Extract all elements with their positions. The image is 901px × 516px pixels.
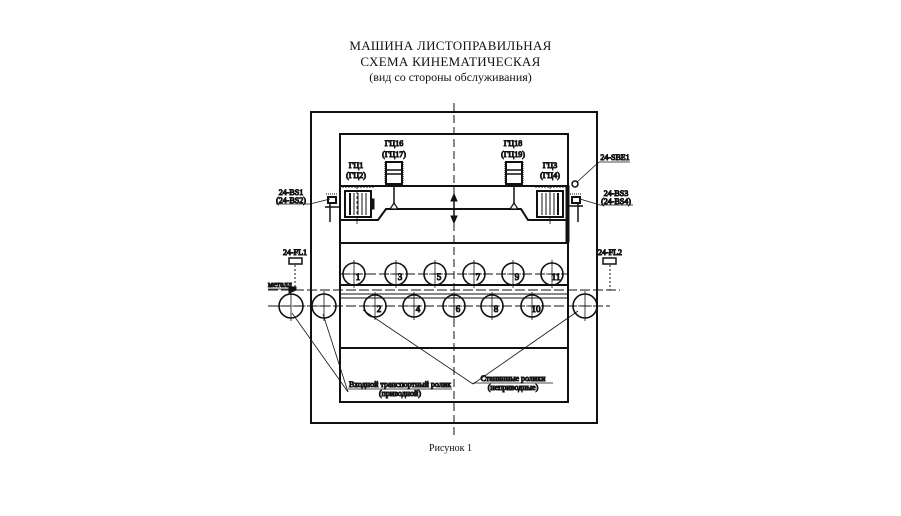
lower-roller: 4 [400, 292, 428, 320]
cylinder-gc1 [342, 186, 375, 224]
limit-switch-bs1 [325, 193, 340, 222]
upper-roller: 11 [538, 260, 566, 288]
leader-frame-roller-left [362, 309, 474, 385]
roller-number: 2 [377, 304, 382, 314]
roller-number: 7 [476, 272, 481, 282]
roller-number: 3 [398, 272, 403, 282]
adjust-arrow-up [450, 192, 458, 202]
cylinder-gc16 [384, 161, 404, 210]
sensor-fl1 [288, 257, 303, 265]
label-gc3: ГЦ3 [543, 161, 557, 170]
upper-roller: 7 [460, 260, 488, 288]
label-fl2: 24-FL2 [598, 248, 622, 257]
label-bs2: (24-BS2) [276, 196, 306, 205]
roller-number: 5 [437, 272, 442, 282]
entry-transport-roller [276, 291, 306, 321]
sensor-fl2 [602, 257, 617, 265]
label-gc19: (ГЦ19) [501, 150, 525, 159]
lower-roller: 8 [478, 292, 506, 320]
label-bs3: 24-BS3 [604, 189, 628, 198]
label-bs4: (24-BS4) [601, 197, 631, 206]
label-gc2: (ГЦ2) [346, 171, 366, 180]
roller-number: 6 [456, 304, 461, 314]
label-bs1: 24-BS1 [279, 188, 303, 197]
exit-frame-roller [570, 291, 600, 321]
leader-sbe1 [576, 161, 600, 183]
label-gc18: ГЦ18 [504, 139, 522, 148]
callout-entry-roller-sub: (приводной) [379, 389, 421, 398]
outer-frame [310, 111, 598, 424]
label-gc4: (ГЦ4) [540, 171, 560, 180]
adjust-arrow-down [450, 215, 458, 225]
leader-bs1-diag [309, 198, 331, 205]
upper-roller: 9 [499, 260, 527, 288]
inner-frame [339, 133, 569, 403]
leader-frame-roller-right [472, 310, 579, 385]
roller-number: 11 [552, 272, 561, 282]
upper-roller: 5 [421, 260, 449, 288]
diagram-title-line2: СХЕМА КИНЕМАТИЧЕСКАЯ [360, 54, 541, 69]
roller-number: 1 [356, 272, 361, 282]
roller-number: 8 [494, 304, 499, 314]
lower-roller: 10 [518, 292, 546, 320]
limit-switch-bs3 [568, 193, 583, 222]
leader-bs3-diag [579, 198, 601, 206]
label-gc1: ГЦ1 [349, 161, 363, 170]
roller-number: 9 [515, 272, 520, 282]
cylinder-gc18 [504, 161, 524, 210]
diagram-title-line1: МАШИНА ЛИСТОПРАВИЛЬНАЯ [349, 38, 552, 53]
label-sbe1: 24-SBE1 [600, 153, 629, 162]
label-metal: металл [268, 280, 292, 289]
callout-frame-rollers-sub: (неприводные) [488, 383, 539, 392]
roller-number: 4 [416, 304, 421, 314]
leader-entry-roller-1 [291, 312, 349, 393]
label-fl1: 24-FL1 [283, 248, 307, 257]
leader-entry-roller-2 [322, 313, 349, 393]
lower-roller: 6 [440, 292, 468, 320]
upper-roller: 1 [340, 260, 368, 288]
figure-caption: Рисунок 1 [429, 443, 472, 454]
cylinder-gc3 [535, 185, 570, 243]
label-gc17: (ГЦ17) [382, 150, 406, 159]
roller-number: 10 [532, 304, 542, 314]
callout-frame-rollers: Станинные ролики [481, 374, 546, 383]
sensor-sbe1 [571, 180, 579, 188]
upper-roller: 3 [382, 260, 410, 288]
label-gc16: ГЦ16 [385, 139, 403, 148]
lower-roller: 2 [361, 292, 389, 320]
callout-entry-roller: Входной транспортный ролик [349, 380, 451, 389]
diagram-subtitle: (вид со стороны обслуживания) [369, 70, 532, 84]
